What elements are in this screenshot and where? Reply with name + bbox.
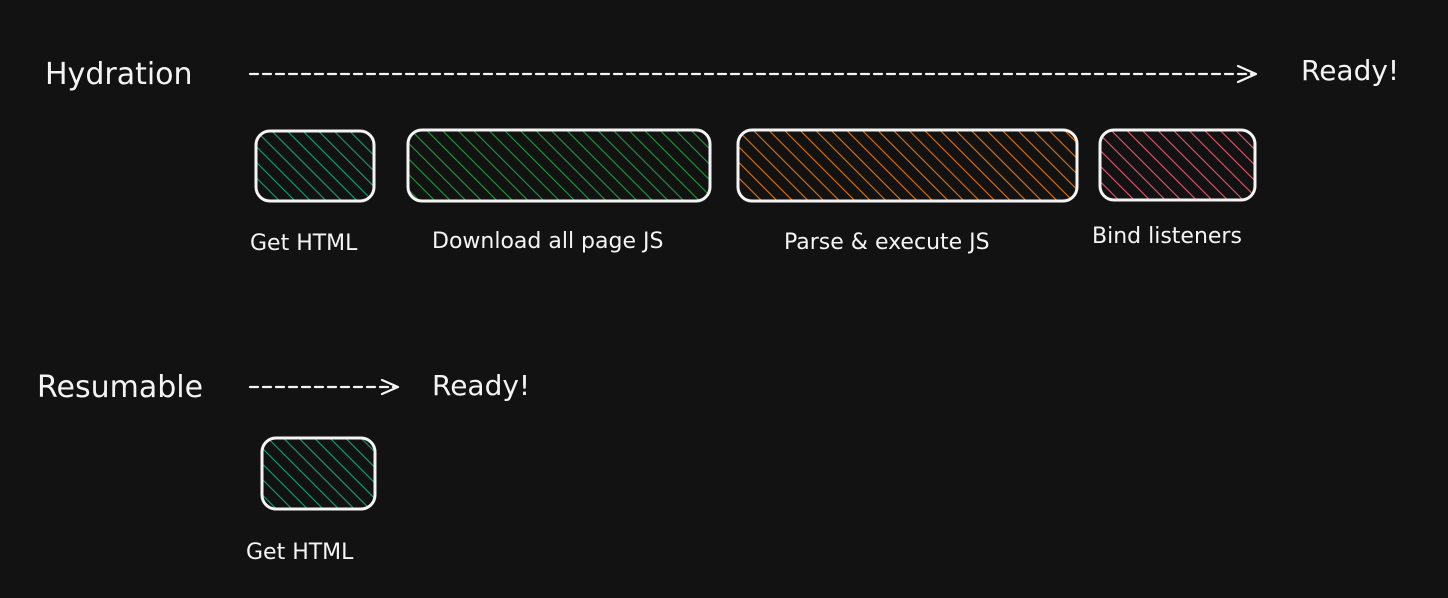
get-html-block	[256, 131, 374, 201]
hydration-step-download-js: Download all page JS	[406, 128, 712, 254]
hydration-ready-label: Ready!	[1301, 54, 1399, 87]
hydration-step-get-html: Get HTML	[250, 129, 376, 256]
parse-execute-block-outline	[736, 128, 1079, 203]
resumable-row: Resumable Ready! Get HTML	[37, 369, 530, 565]
download-js-block	[408, 130, 710, 201]
hydration-row: Hydration Ready! Get HTML Download all p…	[45, 54, 1399, 256]
download-js-block-outline	[406, 128, 712, 203]
parse-execute-label: Parse & execute JS	[784, 230, 990, 255]
resumable-title: Resumable	[37, 370, 203, 405]
hydration-step-parse-execute: Parse & execute JS	[736, 128, 1079, 255]
hydration-arrow-head	[1236, 64, 1258, 84]
resumable-step-get-html: Get HTML	[246, 436, 377, 565]
parse-execute-block	[738, 130, 1077, 201]
get-html-label: Get HTML	[250, 231, 358, 256]
bind-listeners-block	[1100, 130, 1255, 200]
resumable-arrow-head	[380, 378, 400, 396]
bind-listeners-block-outline	[1098, 128, 1257, 202]
bind-listeners-label: Bind listeners	[1092, 224, 1242, 249]
resumable-ready-label: Ready!	[432, 369, 530, 402]
resumable-arrow	[248, 378, 400, 396]
resumable-get-html-block-outline	[260, 436, 377, 511]
hydration-step-bind-listeners: Bind listeners	[1092, 128, 1257, 249]
get-html-block-outline	[254, 129, 376, 203]
hydration-arrow	[248, 64, 1258, 84]
resumable-get-html-label: Get HTML	[246, 540, 354, 565]
hydration-title: Hydration	[45, 57, 193, 92]
download-js-label: Download all page JS	[432, 229, 663, 254]
resumable-get-html-block	[262, 438, 375, 509]
